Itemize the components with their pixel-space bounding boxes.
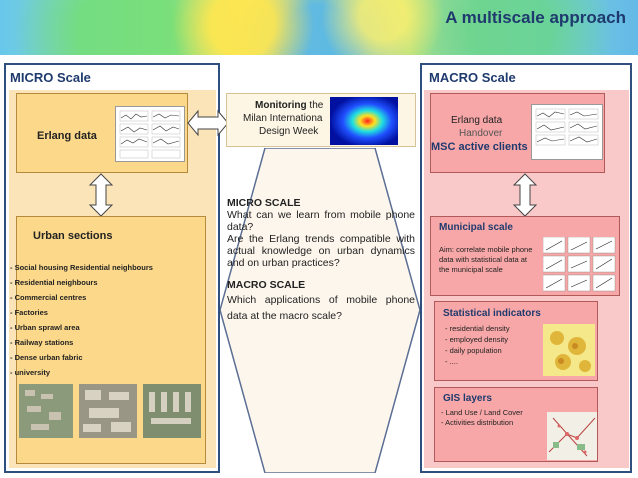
monitoring-line3: Design Week xyxy=(259,126,319,137)
macro-vertical-double-arrow-icon xyxy=(512,173,538,217)
center-text-block: MICRO SCALE What can we learn from mobil… xyxy=(227,197,415,325)
urban-item: - Residential neighbours xyxy=(10,278,98,287)
urban-item: - Social housing Residential neighbours xyxy=(10,263,153,272)
gis-item: - Activities distribution xyxy=(441,418,514,427)
municipal-scatter-thumbnails xyxy=(543,237,616,292)
statistical-indicators-title: Statistical indicators xyxy=(443,308,541,319)
micro-erlang-label: Erlang data xyxy=(37,130,97,142)
stat-item: - .... xyxy=(445,357,458,366)
macro-erlang-label: Erlang data xyxy=(451,115,503,126)
municipal-scale-box: Municipal scale Aim: correlate mobile ph… xyxy=(430,216,620,296)
msc-active-clients-label: MSC active clients xyxy=(431,141,528,153)
handover-label: Handover xyxy=(459,128,503,139)
gis-map-thumbnail xyxy=(547,412,597,460)
micro-vertical-double-arrow-icon xyxy=(88,173,114,217)
horizontal-double-arrow-icon xyxy=(187,109,229,137)
gis-item: - Land Use / Land Cover xyxy=(441,408,523,417)
micro-question-1: What can we learn from mobile phone data… xyxy=(227,209,415,234)
milan-heatmap-image xyxy=(330,97,398,145)
urban-sections-box: Urban sections - Social housing Resident… xyxy=(10,216,206,464)
urban-item: - Commercial centres xyxy=(10,293,87,302)
statistical-map-thumbnail xyxy=(543,324,595,376)
micro-question-2: Are the Erlang trends compatible with ac… xyxy=(227,233,415,270)
monitoring-bold: Monitoring xyxy=(255,100,307,111)
macro-erlang-chart-thumbnail xyxy=(531,104,603,160)
municipal-scale-title: Municipal scale xyxy=(439,222,513,233)
aerial-photos xyxy=(19,384,201,438)
urban-item: - Urban sprawl area xyxy=(10,323,80,332)
urban-sections-list: - Social housing Residential neighbours … xyxy=(10,263,200,383)
center-hexagon xyxy=(220,148,420,473)
gis-layers-title: GIS layers xyxy=(443,393,492,404)
stat-item: - residential density xyxy=(445,324,510,333)
erlang-chart-thumbnail xyxy=(115,106,185,162)
gis-layers-list: - Land Use / Land Cover - Activities dis… xyxy=(441,408,523,428)
urban-item: - Railway stations xyxy=(10,338,74,347)
stat-item: - daily population xyxy=(445,346,502,355)
statistical-indicators-box: Statistical indicators - residential den… xyxy=(434,301,598,381)
micro-scale-label: MICRO Scale xyxy=(10,70,91,85)
stat-item: - employed density xyxy=(445,335,508,344)
urban-item: - Factories xyxy=(10,308,48,317)
gis-layers-box: GIS layers - Land Use / Land Cover - Act… xyxy=(434,387,598,462)
municipal-scale-text: Aim: correlate mobile phone data with st… xyxy=(439,245,533,274)
statistical-indicators-list: - residential density - employed density… xyxy=(445,323,510,367)
urban-sections-title: Urban sections xyxy=(33,230,113,242)
heatmap-banner xyxy=(0,0,638,55)
macro-scale-label: MACRO Scale xyxy=(429,70,516,85)
urban-item: - Dense urban fabric xyxy=(10,353,83,362)
monitoring-line2: Milan Internationa xyxy=(243,113,323,124)
monitoring-rest: the xyxy=(306,100,324,111)
page-title: A multiscale approach xyxy=(445,8,626,27)
micro-erlang-box: Erlang data xyxy=(16,93,188,173)
macro-scale-heading: MACRO SCALE xyxy=(227,279,306,292)
macro-erlang-box: Erlang data Handover MSC active clients xyxy=(430,93,605,173)
macro-question: Which applications of mobile phone data … xyxy=(227,294,415,323)
urban-item: - university xyxy=(10,368,51,377)
micro-scale-heading: MICRO SCALE xyxy=(227,197,301,209)
